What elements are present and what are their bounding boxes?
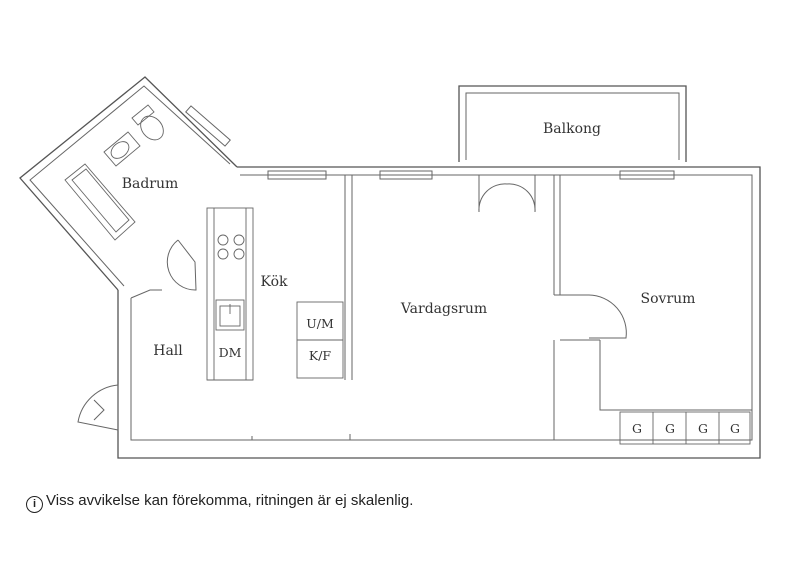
room-label-bathroom: Badrum xyxy=(122,176,179,192)
room-label-living-room: Vardagsrum xyxy=(400,301,487,317)
info-icon: i xyxy=(26,496,43,513)
toilet xyxy=(131,104,164,141)
wardrobe-label-3: G xyxy=(698,421,708,436)
room-label-hall: Hall xyxy=(153,343,183,359)
room-label-balcony: Balkong xyxy=(543,121,601,137)
interior-walls xyxy=(77,175,752,440)
wardrobes xyxy=(619,411,751,445)
sink xyxy=(103,131,141,167)
wardrobe-label-2: G xyxy=(665,421,675,436)
disclaimer-text: Viss avvikelse kan förekomma, ritningen … xyxy=(46,492,414,509)
wardrobe-label-1: G xyxy=(632,421,642,436)
room-label-bedroom: Sovrum xyxy=(641,291,696,307)
stove xyxy=(217,234,245,260)
wardrobe-label-4: G xyxy=(730,421,740,436)
appliance-column xyxy=(296,301,344,379)
room-label-kitchen: Kök xyxy=(261,274,289,290)
balcony xyxy=(458,85,687,162)
dishwasher-label: DM xyxy=(219,345,242,360)
washer-label: U/M xyxy=(306,316,334,331)
kitchen-sink xyxy=(215,299,245,331)
fridge-label: K/F xyxy=(309,348,332,363)
bathtub xyxy=(64,163,136,241)
bathroom xyxy=(19,76,238,291)
